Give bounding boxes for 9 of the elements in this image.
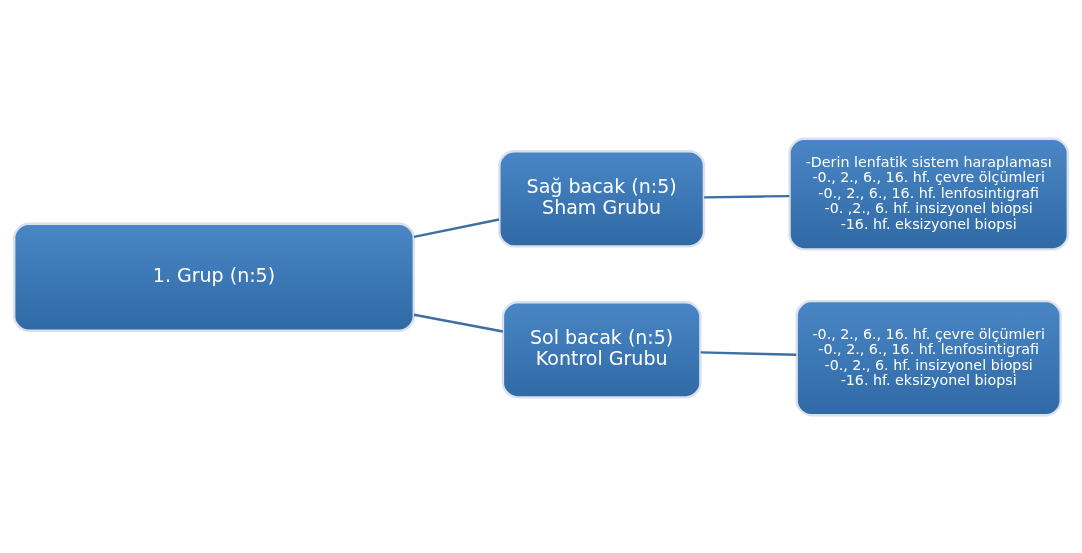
connector: [413, 313, 504, 333]
connector: [700, 350, 797, 356]
connector: [704, 194, 790, 198]
node-box: Sağ bacak (n:5) Sham Grubu: [498, 149, 706, 248]
node-box: Sol bacak (n:5) Kontrol Grubu: [501, 300, 702, 399]
node-box: -Derin lenfatik sistem haraplaması -0., 2., 6., 16. hf. çevre ölçümleri -0., 2., 6., 16. hf. lenfosintigrafi -0. ,2., 6. hf. insizyonel biopsi -16. hf. eksizyonel biopsi: [788, 137, 1069, 251]
node-box: 1. Grup (n:5): [13, 222, 415, 332]
connector: [413, 217, 500, 238]
node-box: -0., 2., 6., 16. hf. çevre ölçümleri -0., 2., 6., 16. hf. lenfosintigrafi -0., 2., 6. hf. insizyonel biopsi -16. hf. eksizyonel biopsi: [795, 299, 1062, 416]
